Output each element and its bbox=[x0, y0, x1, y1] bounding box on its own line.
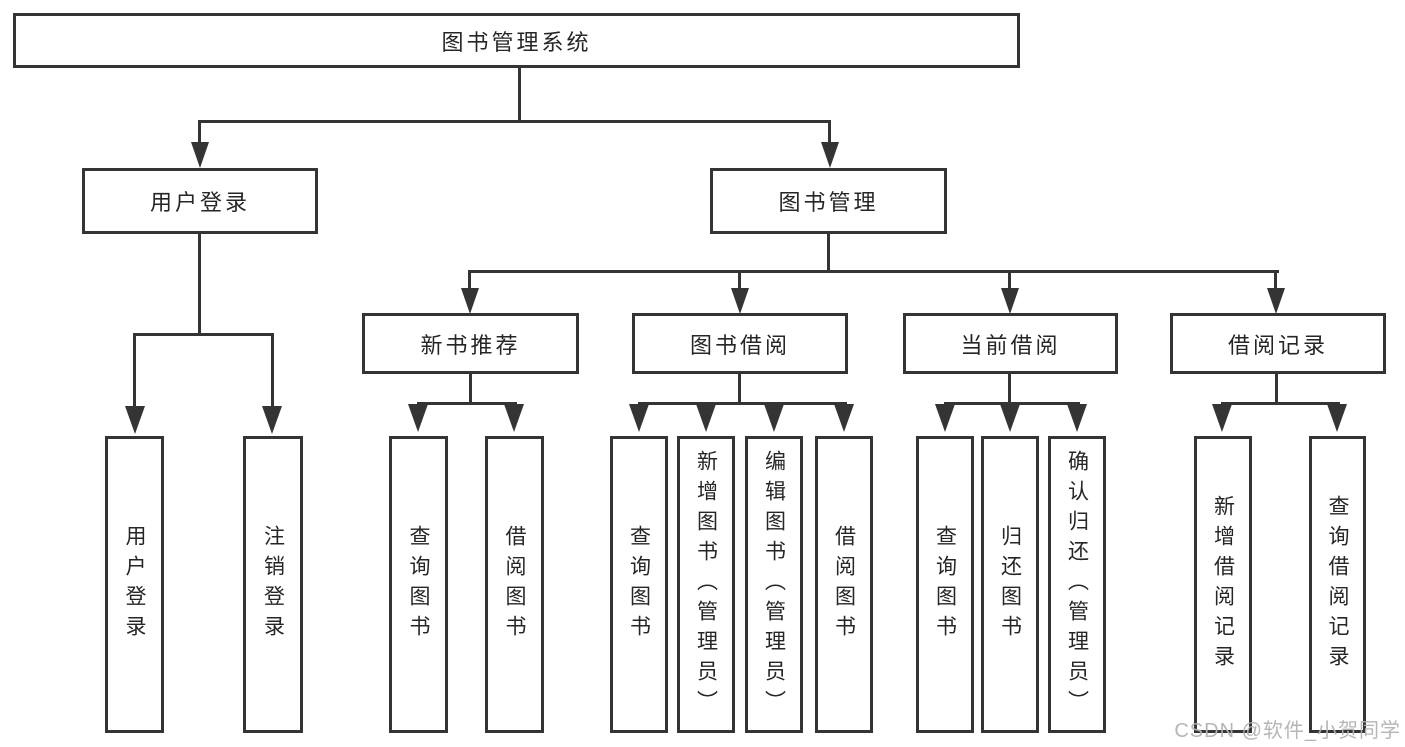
leaf-borrow-add-label: 新增图书（管理员） bbox=[694, 449, 718, 720]
connector-current-borrow-stem bbox=[1008, 374, 1011, 405]
leaf-record-add-label: 新增借阅记录 bbox=[1211, 494, 1235, 675]
node-current-borrow-label: 当前借阅 bbox=[960, 332, 1061, 358]
leaf-record-query-label: 查询借阅记录 bbox=[1326, 494, 1349, 675]
leaf-current-query-label: 查询图书 bbox=[933, 524, 957, 645]
arrow-down-icon bbox=[1000, 404, 1020, 432]
arrow-down-icon bbox=[191, 142, 209, 168]
node-book-borrow-label: 图书借阅 bbox=[689, 332, 790, 358]
connector-borrow-record-stem bbox=[1275, 374, 1278, 405]
connector-book-borrow-stem bbox=[738, 374, 741, 405]
connector-new-book-stem bbox=[469, 374, 472, 405]
node-borrow-record: 借阅记录 bbox=[1170, 313, 1386, 374]
arrow-down-icon bbox=[834, 404, 854, 432]
leaf-borrow-edit-label: 编辑图书（管理员） bbox=[762, 449, 786, 720]
arrow-down-icon bbox=[262, 406, 282, 434]
leaf-newbook-borrow: 借阅图书 bbox=[485, 436, 544, 733]
node-root: 图书管理系统 bbox=[13, 13, 1020, 68]
arrow-down-icon bbox=[1212, 404, 1232, 432]
connector-book-borrow-rail bbox=[638, 402, 847, 405]
arrow-down-icon bbox=[1067, 404, 1087, 432]
leaf-newbook-borrow-label: 借阅图书 bbox=[503, 524, 526, 645]
connector-current-borrow-rail bbox=[944, 402, 1080, 405]
arrow-down-icon bbox=[1327, 404, 1347, 432]
node-current-borrow: 当前借阅 bbox=[903, 313, 1118, 374]
leaf-user-login-label: 用户登录 bbox=[123, 524, 146, 645]
leaf-record-add: 新增借阅记录 bbox=[1194, 436, 1252, 733]
arrow-down-icon bbox=[764, 404, 784, 432]
node-borrow-record-label: 借阅记录 bbox=[1227, 332, 1328, 358]
arrow-down-icon bbox=[821, 142, 839, 168]
connector-leaf-drop bbox=[271, 333, 274, 409]
leaf-current-return: 归还图书 bbox=[981, 436, 1039, 733]
connector-user-login-stem bbox=[198, 233, 201, 336]
connector-borrow-record-rail bbox=[1221, 402, 1340, 405]
leaf-current-confirm: 确认归还（管理员） bbox=[1048, 436, 1106, 733]
leaf-borrow-edit: 编辑图书（管理员） bbox=[745, 436, 803, 733]
arrow-down-icon bbox=[408, 404, 428, 432]
connector-level2-rail bbox=[198, 120, 831, 123]
connector-book-mgmt-drop bbox=[828, 120, 831, 146]
connector-book-mgmt-stem bbox=[827, 233, 830, 273]
connector-user-login-drop bbox=[198, 120, 201, 146]
arrow-down-icon bbox=[125, 406, 145, 434]
leaf-newbook-query: 查询图书 bbox=[389, 436, 448, 733]
connector-level3-drop bbox=[738, 270, 741, 292]
node-root-label: 图书管理系统 bbox=[441, 29, 592, 55]
leaf-user-login: 用户登录 bbox=[105, 436, 164, 733]
node-book-borrow: 图书借阅 bbox=[632, 313, 848, 374]
arrow-down-icon bbox=[504, 404, 524, 432]
connector-level3-drop bbox=[468, 270, 471, 292]
leaf-logout: 注销登录 bbox=[243, 436, 303, 733]
leaf-record-query: 查询借阅记录 bbox=[1309, 436, 1366, 733]
arrow-down-icon bbox=[731, 288, 749, 314]
arrow-down-icon bbox=[935, 404, 955, 432]
node-new-book-rec: 新书推荐 bbox=[362, 313, 579, 374]
connector-new-book-rail bbox=[417, 402, 517, 405]
connector-user-login-rail bbox=[133, 333, 274, 336]
node-new-book-rec-label: 新书推荐 bbox=[420, 332, 521, 358]
node-book-mgmt-label: 图书管理 bbox=[778, 190, 879, 215]
leaf-borrow-borrow-label: 借阅图书 bbox=[832, 524, 856, 645]
connector-root-stem bbox=[518, 68, 521, 121]
arrow-down-icon bbox=[1267, 288, 1285, 314]
leaf-current-confirm-label: 确认归还（管理员） bbox=[1065, 449, 1089, 720]
leaf-borrow-add: 新增图书（管理员） bbox=[677, 436, 735, 733]
arrow-down-icon bbox=[1001, 288, 1019, 314]
csdn-watermark: CSDN @软件_小贺同学 bbox=[1174, 720, 1401, 742]
leaf-borrow-query-label: 查询图书 bbox=[627, 524, 651, 645]
leaf-newbook-query-label: 查询图书 bbox=[407, 524, 430, 645]
arrow-down-icon bbox=[696, 404, 716, 432]
leaf-current-return-label: 归还图书 bbox=[998, 524, 1022, 645]
connector-level3-rail bbox=[468, 270, 1279, 273]
connector-leaf-drop bbox=[133, 333, 136, 409]
connector-level3-drop bbox=[1008, 270, 1011, 292]
node-user-login-label: 用户登录 bbox=[149, 190, 250, 215]
arrow-down-icon bbox=[461, 288, 479, 314]
leaf-current-query: 查询图书 bbox=[916, 436, 974, 733]
connector-level3-drop bbox=[1274, 270, 1277, 292]
arrow-down-icon bbox=[629, 404, 649, 432]
leaf-borrow-query: 查询图书 bbox=[610, 436, 668, 733]
node-user-login: 用户登录 bbox=[82, 168, 318, 234]
leaf-borrow-borrow: 借阅图书 bbox=[815, 436, 873, 733]
leaf-logout-label: 注销登录 bbox=[261, 524, 285, 645]
node-book-mgmt: 图书管理 bbox=[710, 168, 947, 234]
